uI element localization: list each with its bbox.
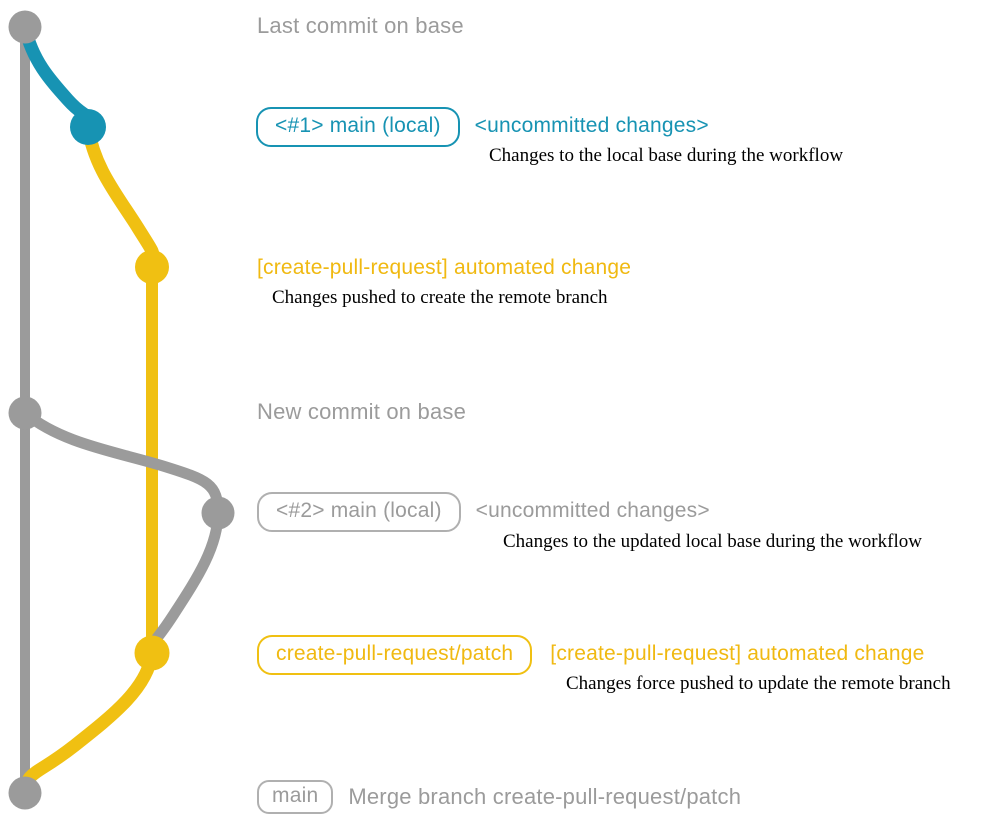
section-merge: main Merge branch create-pull-request/pa… bbox=[257, 780, 741, 814]
section-local-main-2: <#2> main (local) <uncommitted changes> bbox=[257, 492, 710, 532]
new-commit-label: New commit on base bbox=[257, 399, 467, 424]
branch-badge-main: main bbox=[257, 780, 334, 814]
uncommitted-changes-1-desc: Changes to the local base during the wor… bbox=[489, 145, 844, 166]
commit-node-merge bbox=[8, 776, 42, 810]
commit-node-remote-2 bbox=[134, 635, 170, 671]
branch-badge-create-pull-request-patch: create-pull-request/patch bbox=[257, 635, 533, 675]
section-remote-branch: create-pull-request/patch [create-pull-r… bbox=[257, 635, 924, 675]
local-main-2-line-out bbox=[19, 407, 224, 519]
merge-line bbox=[18, 646, 159, 800]
branch-badge-main-local-1: <#1> main (local) bbox=[256, 107, 460, 147]
uncommitted-changes-1-heading: <uncommitted changes> bbox=[474, 114, 709, 137]
branch-badge-main-local-2: <#2> main (local) bbox=[257, 492, 461, 532]
uncommitted-changes-2-desc: Changes to the updated local base during… bbox=[503, 531, 922, 552]
commit-node-last-base bbox=[8, 10, 42, 44]
commit-node-local-main-1 bbox=[70, 109, 106, 145]
automated-change-2-desc: Changes force pushed to update the remot… bbox=[566, 673, 951, 694]
commit-node-new-base bbox=[8, 396, 42, 430]
commit-node-local-main-2 bbox=[201, 496, 235, 530]
automated-change-2-heading: [create-pull-request] automated change bbox=[550, 642, 925, 665]
merge-commit-heading: Merge branch create-pull-request/patch bbox=[348, 784, 742, 809]
local-main-2-line-in bbox=[146, 507, 224, 659]
automated-change-1-heading: [create-pull-request] automated change bbox=[257, 256, 632, 279]
section-local-main-1: <#1> main (local) <uncommitted changes> bbox=[256, 107, 709, 147]
remote-branch-create-line bbox=[81, 120, 160, 274]
branch-graph bbox=[8, 10, 235, 810]
commit-node-remote-1 bbox=[135, 250, 169, 284]
uncommitted-changes-2-heading: <uncommitted changes> bbox=[475, 499, 710, 522]
last-commit-label: Last commit on base bbox=[257, 13, 464, 38]
automated-change-1-desc: Changes pushed to create the remote bran… bbox=[272, 287, 608, 308]
